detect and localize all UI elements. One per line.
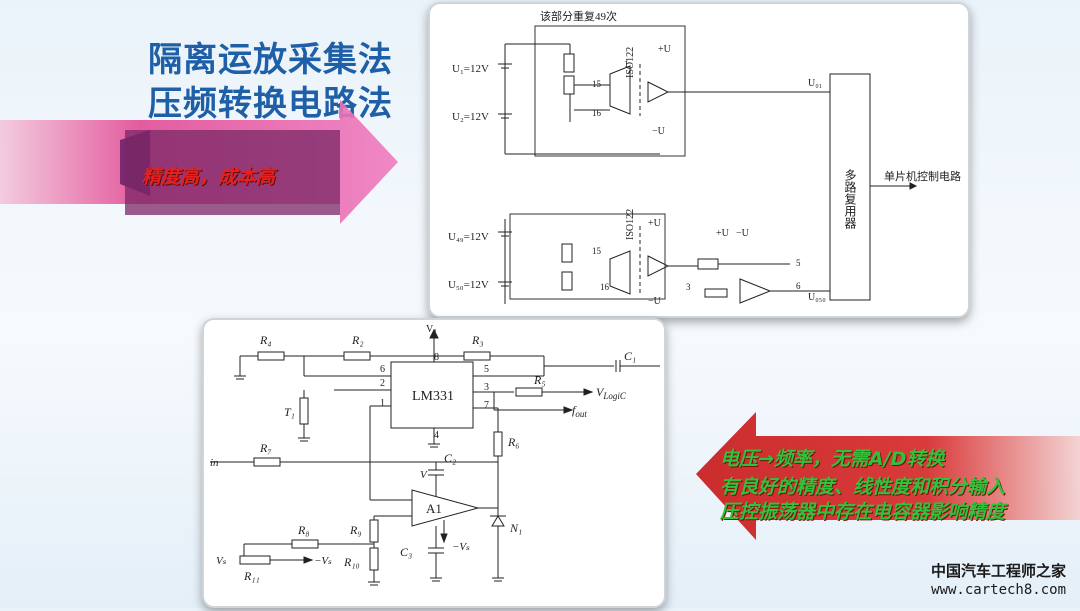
isolation-circuit-panel: 该部分重复49次 U₁=12V U₂=12V 15 16 1 ISO122 +U… (428, 2, 970, 318)
watermark-url: www.cartech8.com (931, 582, 1066, 598)
r8: R₈ (297, 523, 310, 537)
pin-3: 3 (484, 382, 489, 393)
mcu-label: 单片机控制电路 (884, 169, 961, 183)
pin-1: 1 (380, 398, 385, 409)
vlogic-label: VLogiC (596, 385, 627, 401)
pin-3: 3 (686, 282, 691, 292)
left-arrow-shape (0, 100, 398, 224)
pin-16-bottom: 16 (600, 282, 610, 292)
a1-label: A1 (426, 501, 442, 516)
out-u01: U₀₁ (808, 78, 822, 89)
plus-u-top: +U (658, 44, 672, 55)
pin-8: 8 (434, 352, 439, 363)
right-arrow-line-1: 电压→频率，无需A/D转换 (720, 448, 945, 470)
v-label: V (420, 469, 428, 481)
out-u050: U₀₅₀ (808, 292, 826, 303)
vs-left: Vₛ (216, 555, 227, 567)
pin-4: 4 (434, 430, 439, 441)
pin-1-top: 1 (624, 59, 629, 69)
fout-label: fout (572, 403, 587, 419)
pin-16-top: 16 (592, 108, 602, 118)
pin-2: 2 (380, 378, 385, 389)
repeat-note: 该部分重复49次 (540, 9, 617, 23)
lm331-circuit-diagram: LM331 6 2 1 8 5 3 7 4 Vₛ R₄ R₂ R₃ C₁ T₁ (210, 324, 660, 586)
label-u49: U₄₉=12V (448, 231, 489, 243)
r10: R₁₀ (343, 555, 360, 569)
r6: R₆ (507, 435, 520, 449)
pin-5: 5 (796, 258, 801, 268)
label-u2: U₂=12V (452, 111, 489, 123)
mux-label: 多路复用器 (843, 169, 857, 230)
watermark-cn: 中国汽车工程师之家 (930, 562, 1066, 580)
r11: R₁₁ (243, 569, 260, 583)
vs-arrow: −Vₛ (314, 555, 332, 567)
minus-u-amp: −U (736, 228, 750, 239)
plus-u-bottom: +U (648, 218, 662, 229)
pin-6: 6 (796, 281, 801, 291)
left-arrow-text: 精度高，成本高 (142, 166, 276, 188)
pin-15-top: 15 (592, 79, 602, 89)
right-arrow-shape (696, 412, 1080, 540)
pin-7: 7 (484, 400, 489, 411)
right-arrow-line-2: 有良好的精度、线性度和积分输入 (720, 476, 1006, 498)
pin-5: 5 (484, 364, 489, 375)
pin-6: 6 (380, 364, 385, 375)
t1: T₁ (284, 405, 295, 419)
n1: N₁ (509, 521, 522, 535)
minus-u-top: −U (652, 126, 666, 137)
c2: C₂ (444, 451, 456, 465)
lm331-circuit-panel: LM331 6 2 1 8 5 3 7 4 Vₛ R₄ R₂ R₃ C₁ T₁ (202, 318, 666, 608)
vs-top: Vₛ (426, 324, 437, 335)
isolation-circuit-diagram: 该部分重复49次 U₁=12V U₂=12V 15 16 1 ISO122 +U… (448, 9, 961, 307)
vs-neg: −Vₛ (452, 541, 470, 553)
vin-label: in (210, 457, 219, 469)
r9: R₉ (349, 523, 362, 537)
c1: C₁ (624, 349, 636, 363)
plus-u-amp: +U (716, 228, 730, 239)
r3: R₃ (471, 333, 484, 347)
iso122-bottom: ISO122 (625, 209, 636, 240)
pin-15-bottom: 15 (592, 246, 602, 256)
lm331-chip-label: LM331 (412, 389, 454, 404)
title-line-1: 隔离运放采集法 (148, 40, 393, 80)
r2: R₂ (351, 333, 364, 347)
label-u1: U₁=12V (452, 63, 489, 75)
right-arrow-line-3: 压控振荡器中存在电容器影响精度 (720, 501, 1006, 523)
r7: R₇ (259, 441, 272, 455)
c3: C₃ (400, 545, 412, 559)
minus-u-bottom: −U (648, 296, 662, 307)
iso122-top: ISO122 (625, 47, 636, 78)
r4: R₄ (259, 333, 272, 347)
label-u50: U₅₀=12V (448, 279, 489, 291)
r5: R₅ (533, 373, 546, 387)
